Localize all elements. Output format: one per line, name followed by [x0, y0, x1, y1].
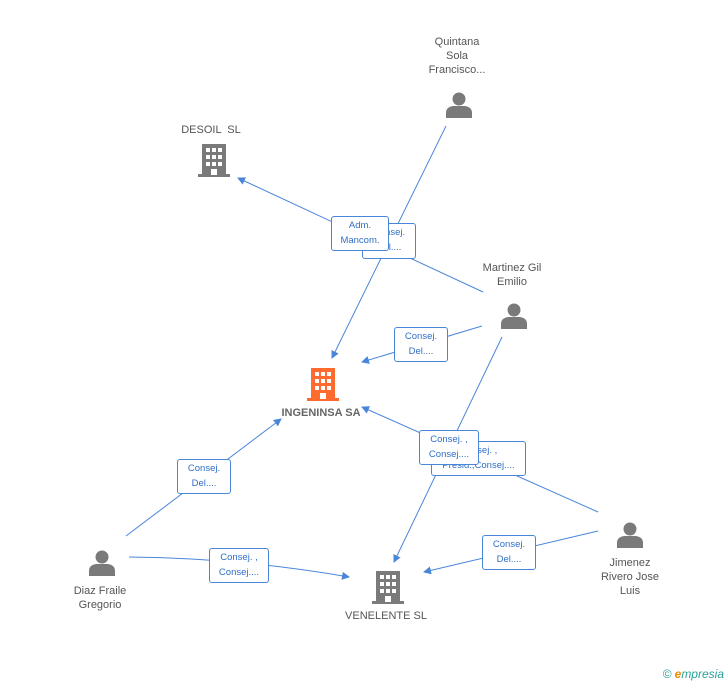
node-label-venelente-text: VENELENTE SL [345, 610, 427, 622]
edge-label-line: Mancom. [340, 235, 380, 246]
node-label-martinez-line1: Martinez Gil [482, 262, 542, 274]
node-label-martinez[interactable]: Martinez Gil Emilio [466, 261, 558, 289]
node-label-jimenez-line3: Luis [619, 585, 641, 597]
node-label-quintana-line1: Quintana [434, 36, 480, 48]
node-label-jimenez-line2: Rivero Jose [600, 571, 660, 583]
edge-label-line: Consej.... [218, 567, 260, 578]
edge-label-adm-mancom[interactable]: Adm. Mancom. [331, 216, 389, 251]
brand-logo: ©empresia [663, 667, 724, 681]
edge-label-diaz-venelente[interactable]: Consej. , Consej.... [209, 548, 269, 583]
edge-label-line: Consej. [492, 539, 526, 550]
edge-label-line: Consej. , [220, 552, 258, 563]
edge-label-line: Adm. [348, 220, 372, 231]
node-label-quintana-line3: Francisco... [428, 64, 486, 76]
edge-label-martinez-consej[interactable]: Consej. Del.... [394, 327, 448, 362]
edge-label-quintana-consej[interactable]: Consej. Del.... [362, 223, 416, 259]
node-label-quintana[interactable]: Quintana Sola Francisco... [412, 35, 502, 77]
node-label-jimenez-line1: Jimenez [609, 557, 651, 569]
edge-label-line: Del.... [376, 242, 402, 253]
edge-label-line: Consej. [187, 463, 221, 474]
edge-label-line: Del.... [408, 346, 434, 357]
edge-label-consej-consej[interactable]: Consej. , Consej.... [419, 430, 479, 465]
node-label-desoil-text: DESOIL SL [181, 124, 241, 136]
edge-label-line: Del.... [496, 554, 522, 565]
person-icon-diaz [89, 550, 115, 576]
node-label-jimenez[interactable]: Jimenez Rivero Jose Luis [585, 556, 675, 598]
edge-label-diaz-consej[interactable]: Consej. Del.... [177, 459, 231, 494]
node-label-diaz[interactable]: Diaz Fraile Gregorio [55, 584, 145, 612]
node-label-diaz-line1: Diaz Fraile [73, 585, 127, 597]
building-icon-desoil [198, 144, 230, 177]
node-label-ingeninsa[interactable]: INGENINSA SA [266, 406, 376, 420]
person-icon-jimenez [617, 522, 643, 548]
building-icon-venelente [372, 571, 404, 604]
edge-label-line: Consej. [404, 331, 438, 342]
building-icon-ingeninsa [307, 368, 339, 401]
node-label-diaz-line2: Gregorio [78, 599, 122, 611]
brand-logo-e: e [674, 667, 682, 681]
edge-label-jimenez-consej[interactable]: Consej. Del.... [482, 535, 536, 570]
person-icon-quintana [446, 92, 472, 118]
node-label-venelente[interactable]: VENELENTE SL [336, 609, 436, 623]
edge-label-line: Consej.... [428, 449, 470, 460]
node-label-quintana-line2: Sola [445, 50, 469, 62]
person-icon-martinez [501, 303, 527, 329]
node-label-ingeninsa-text: INGENINSA SA [281, 407, 361, 419]
edge-label-line: Consej. , [430, 434, 468, 445]
node-label-desoil[interactable]: DESOIL SL [166, 123, 256, 137]
brand-logo-rest: mpresia [681, 667, 724, 681]
edge-label-line: Consej. [372, 227, 406, 238]
edge-label-line: Del.... [191, 478, 217, 489]
edge-label-line: Presid.,Consej.... [442, 460, 515, 471]
node-label-martinez-line2: Emilio [497, 276, 527, 288]
copyright-symbol: © [662, 667, 672, 681]
